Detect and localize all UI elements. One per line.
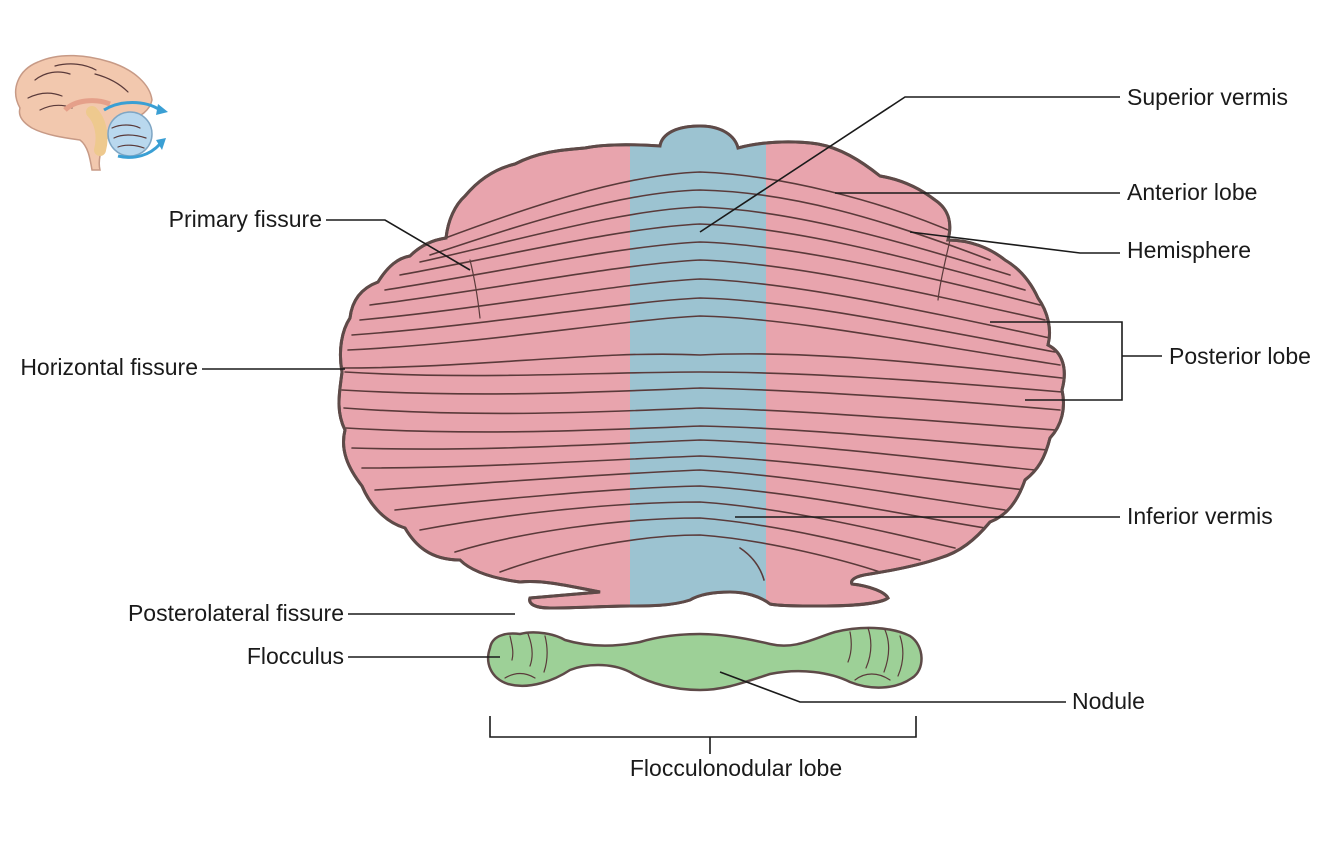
- label-flocculus: Flocculus: [247, 643, 344, 669]
- brain-sagittal-icon: [15, 54, 168, 171]
- label-nodule: Nodule: [1072, 688, 1145, 714]
- label-inferior-vermis: Inferior vermis: [1127, 503, 1273, 529]
- flocculonodular-lobe: [486, 626, 923, 692]
- cerebellum: [337, 124, 1066, 610]
- label-horizontal-fissure: Horizontal fissure: [20, 354, 198, 380]
- label-superior-vermis: Superior vermis: [1127, 84, 1288, 110]
- leader-lines: [202, 96, 1162, 754]
- label-anterior-lobe: Anterior lobe: [1127, 179, 1257, 205]
- label-hemisphere: Hemisphere: [1127, 237, 1251, 263]
- label-flocculonodular-lobe: Flocculonodular lobe: [630, 755, 842, 781]
- label-primary-fissure: Primary fissure: [169, 206, 322, 232]
- label-posterolateral-fissure: Posterolateral fissure: [128, 600, 344, 626]
- label-posterior-lobe: Posterior lobe: [1169, 343, 1311, 369]
